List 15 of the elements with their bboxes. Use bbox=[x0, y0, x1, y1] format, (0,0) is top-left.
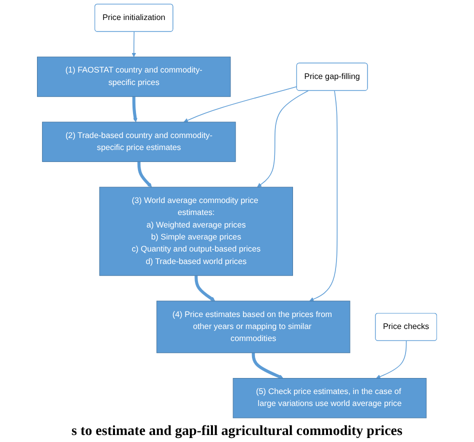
arrow bbox=[257, 90, 309, 188]
node-box: (1) FAOSTAT country and commodity-specific prices bbox=[37, 56, 231, 97]
node-box: (5) Check price estimates, in the case of large variations use world average price bbox=[232, 378, 427, 418]
arrow bbox=[252, 352, 284, 379]
caption: s to estimate and gap-fill agricultural commodity prices bbox=[70, 423, 404, 441]
arrow bbox=[309, 90, 338, 302]
arrow bbox=[132, 96, 138, 122]
arrow bbox=[376, 340, 407, 379]
node-box: (4) Price estimates based on the prices from other years or mapping to similar commodities bbox=[156, 300, 350, 354]
node-box: (3) World average commodity price estimates: a) Weighted average prices b) Simple average prices c) Quantity and output-based prices d) Trade-based world prices bbox=[99, 186, 293, 276]
node-box: (2) Trade-based country and commodity-specific price estimates bbox=[42, 122, 236, 162]
arrow bbox=[194, 276, 216, 302]
arrow bbox=[184, 86, 298, 122]
arrow bbox=[132, 31, 136, 58]
arrow bbox=[137, 162, 152, 188]
